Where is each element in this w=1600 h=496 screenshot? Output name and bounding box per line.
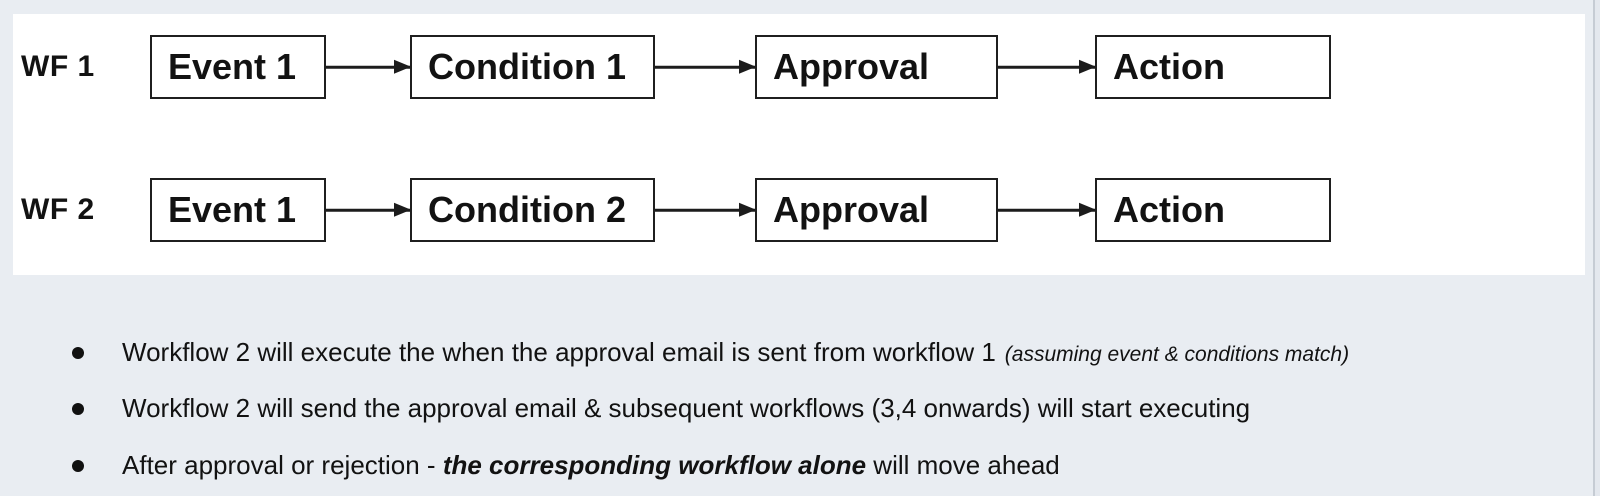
note-1-aside: (assuming event & conditions match): [1004, 342, 1350, 366]
wf2-condition-box: Condition 2: [410, 178, 655, 242]
wf1-approval-label: Approval: [773, 46, 930, 87]
flow-arrow-icon: [326, 65, 410, 69]
note-item-3: After approval or rejection - the corres…: [0, 447, 1600, 483]
wf1-event-box: Event 1: [150, 35, 326, 99]
note-3-before: After approval or rejection -: [122, 449, 443, 480]
flow-arrow-icon: [655, 65, 755, 69]
flow-arrow-icon: [326, 208, 410, 212]
wf1-condition-box: Condition 1: [410, 35, 655, 99]
wf1-condition-label: Condition 1: [428, 46, 626, 87]
note-item-2: Workflow 2 will send the approval email …: [0, 390, 1600, 426]
window-edge: [1593, 0, 1600, 496]
flow-arrow-icon: [998, 65, 1095, 69]
wf1-action-label: Action: [1113, 46, 1225, 87]
note-1-text: Workflow 2 will execute the when the app…: [122, 337, 1349, 368]
wf1-approval-box: Approval: [755, 35, 998, 99]
flow-arrow-icon: [655, 208, 755, 212]
workflow-row-1: WF 1 Event 1 Condition 1 Approval Action: [13, 35, 1585, 99]
note-3-emphasis: the corresponding workflow alone: [442, 449, 867, 480]
wf2-action-label: Action: [1113, 189, 1225, 230]
note-3-after: will move ahead: [866, 449, 1060, 480]
flow-arrow-icon: [998, 208, 1095, 212]
note-item-1: Workflow 2 will execute the when the app…: [0, 334, 1600, 370]
note-3-text: After approval or rejection - the corres…: [122, 450, 1060, 481]
wf2-action-box: Action: [1095, 178, 1331, 242]
wf1-action-box: Action: [1095, 35, 1331, 99]
diagram-canvas: WF 1 Event 1 Condition 1 Approval Action…: [13, 14, 1585, 275]
bullet-icon: [72, 460, 84, 472]
workflow-1-label: WF 1: [21, 50, 95, 83]
bullet-icon: [72, 403, 84, 415]
workflow-2-label: WF 2: [21, 193, 95, 226]
wf2-condition-label: Condition 2: [428, 189, 626, 230]
workflow-row-2: WF 2 Event 1 Condition 2 Approval Action: [13, 178, 1585, 242]
note-1-main: Workflow 2 will execute the when the app…: [122, 336, 996, 367]
bullet-icon: [72, 347, 84, 359]
wf1-event-label: Event 1: [168, 46, 297, 87]
note-2-text: Workflow 2 will send the approval email …: [122, 393, 1250, 424]
wf2-approval-box: Approval: [755, 178, 998, 242]
wf2-event-label: Event 1: [168, 189, 297, 230]
note-2-main: Workflow 2 will send the approval email …: [122, 392, 1251, 423]
wf2-approval-label: Approval: [773, 189, 930, 230]
wf2-event-box: Event 1: [150, 178, 326, 242]
